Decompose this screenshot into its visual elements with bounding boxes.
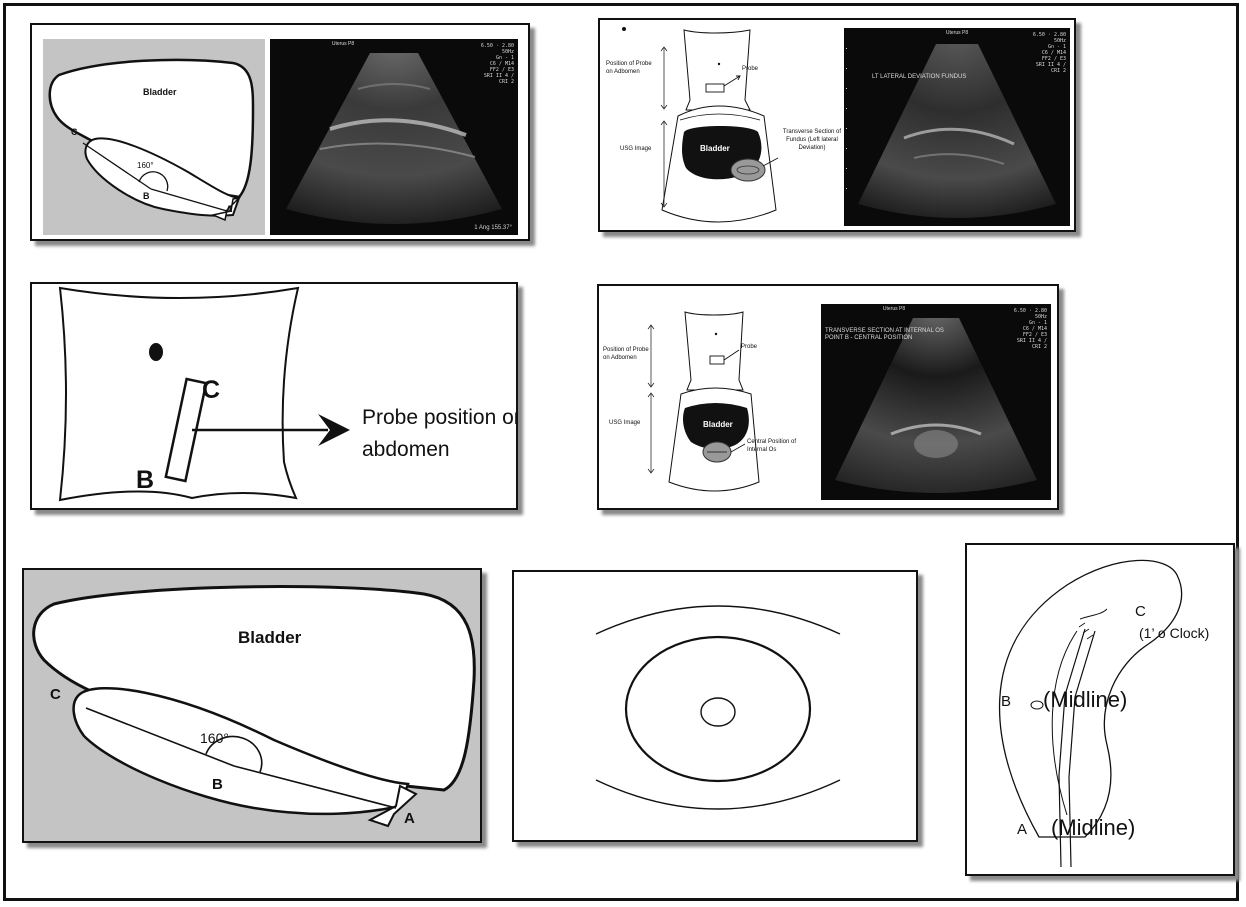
transverse-os-panel: Position of Probe on Adbomen Probe USG I… [597,284,1059,510]
position-of-probe-label: Position of Probe on Adbomen [606,60,660,76]
ultrasound-readout: 6.50 · 2.80 50Hz Gn - 1 C6 / M14 FF2 / E… [474,43,514,85]
bladder-label: Bladder [703,420,733,429]
usg-image-label: USG Image [620,146,651,152]
ultrasound-header: Uterus P8 [328,41,358,47]
point-c-label: C [1135,603,1146,620]
angle-label: 160° [137,161,154,170]
transverse-fundus-diagram [600,20,860,230]
bladder-label: Bladder [143,87,177,97]
ultrasound-image-fundus: Uterus P8 6.50 · 2.80 50Hz Gn - 1 C6 / M… [844,28,1070,226]
probe-label: Probe [741,344,757,350]
probe-position-text: Probe position on abdomen [362,402,518,466]
ultrasound-readout: 6.50 · 2.80 50Hz Gn - 1 C6 / M14 FF2 / E… [1007,308,1047,350]
transverse-os-diagram [599,286,829,508]
fundus-annotation: Transverse Section of Fundus (Left later… [780,128,844,152]
position-of-probe-label: Position of Probe on Adbomen [603,346,651,362]
point-b-label: B [1001,693,1011,710]
bladder-label: Bladder [238,628,301,648]
cervical-canal-panel: C (1’ o Clock) B (Midline) A (Midline) [965,543,1235,876]
midline-a-label: (Midline) [1051,815,1135,841]
bladder-label: Bladder [700,144,730,153]
point-c-label: C [202,376,220,405]
probe-label: Probe [742,66,758,72]
clock-position-label: (1’ o Clock) [1139,625,1209,641]
point-a-label: A [1017,821,1027,838]
probe-position-diagram [32,284,518,510]
sagittal-diagram-small: Bladder C 160° B A [43,39,265,235]
point-a-label: A [404,810,415,827]
point-b-label: B [136,466,154,495]
angle-label: 160° [200,730,229,746]
point-c-label: C [71,127,78,137]
transverse-rings-panel [512,570,918,842]
ultrasound-caption: TRANSVERSE SECTION AT INTERNAL OS POINT … [825,328,944,342]
sagittal-diagram-panel-large: Bladder C 160° B A [22,568,482,843]
concentric-rings-diagram [514,572,918,842]
point-b-label: B [143,191,150,201]
usg-image-label: USG Image [609,420,640,426]
ultrasound-header: Uterus P8 [879,306,909,312]
ultrasound-header: Uterus P8 [942,30,972,36]
ultrasound-image-internal-os: Uterus P8 6.50 · 2.80 50Hz Gn - 1 C6 / M… [821,304,1051,500]
point-c-label: C [50,686,61,703]
probe-position-panel: C B Probe position on abdomen [30,282,518,510]
point-b-label: B [212,776,223,793]
transverse-fundus-panel: Position of Probe on Adbomen Probe USG I… [598,18,1076,232]
sagittal-diagram-panel-small: Bladder C 160° B A Uterus P8 6.50 · 2.80… [30,23,530,241]
point-a-label: A [226,204,233,214]
midline-b-label: (Midline) [1043,687,1127,713]
internal-os-annotation: Central Position of Internal Os [747,438,799,454]
angle-readout: 1 Ang 155.37° [474,225,512,231]
sagittal-outline-large [24,570,482,843]
ultrasound-caption: LT LATERAL DEVIATION FUNDUS [872,74,966,81]
ultrasound-readout: 6.50 · 2.80 50Hz Gn - 1 C6 / M14 FF2 / E… [1026,32,1066,74]
ultrasound-image-sagittal: Uterus P8 6.50 · 2.80 50Hz Gn - 1 C6 / M… [270,39,518,235]
